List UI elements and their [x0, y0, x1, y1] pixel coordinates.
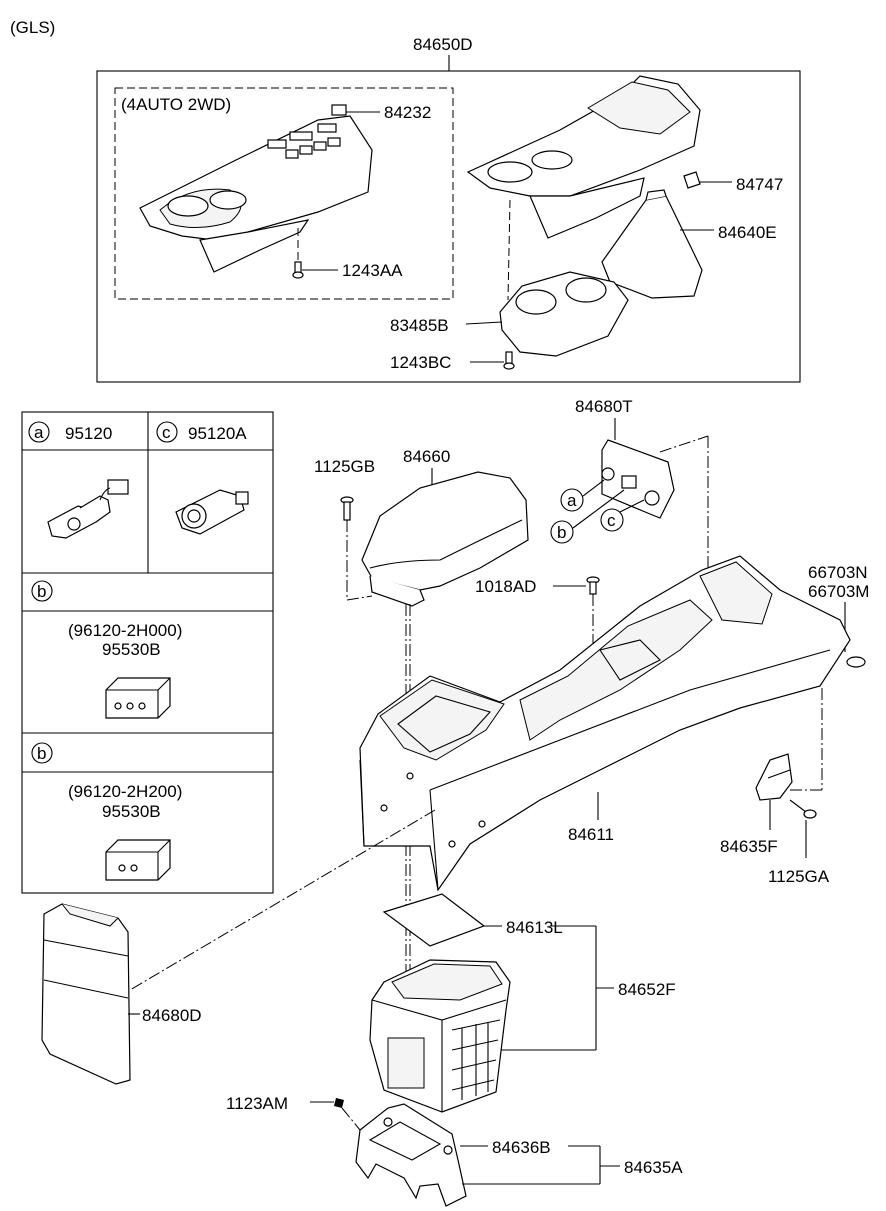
legend-b2-part: (96120-2H200): [68, 782, 182, 801]
part-label-1125GA: 1125GA: [768, 867, 830, 886]
lower-bracket-part: [355, 1103, 467, 1207]
legend-table: [21, 411, 274, 894]
part-label-84636B: 84636B: [492, 1138, 551, 1157]
legend-callout-b2: [31, 742, 53, 764]
callout-b-text: b: [557, 523, 566, 542]
legend-callout-a: [28, 421, 50, 443]
part-label-84652F: 84652F: [618, 980, 676, 999]
shift-boot-part: [601, 189, 714, 299]
shift-bezel-part: [139, 115, 373, 273]
part-label-66703N: 66703N: [808, 563, 868, 582]
part-label-84613L: 84613L: [506, 918, 563, 937]
clip-84747-part: [683, 171, 732, 189]
part-label-1123AM: 1123AM: [226, 1094, 288, 1113]
callout-a-text: a: [567, 491, 577, 510]
callout-c-text: c: [607, 511, 616, 530]
part-label-83485B: 83485B: [390, 316, 449, 335]
part-label-84680T: 84680T: [575, 397, 633, 416]
legend-callout-b2-text: b: [37, 744, 46, 763]
assembly-frame: [96, 70, 801, 383]
legend-b2-code: 95530B: [102, 802, 161, 821]
variant-label: (GLS): [10, 18, 55, 37]
legend-a-code: 95120: [65, 424, 112, 443]
callout-c: [600, 508, 624, 532]
part-label-1018AD: 1018AD: [475, 577, 536, 596]
part-label-84747: 84747: [736, 175, 783, 194]
part-label-84660: 84660: [403, 447, 450, 466]
legend-callout-a-text: a: [34, 423, 44, 442]
legend-c-code: 95120A: [188, 424, 247, 443]
assembly-label: 84650D: [413, 35, 473, 54]
part-label-84232: 84232: [384, 103, 431, 122]
upper-cover-part: [466, 75, 701, 239]
part-label-1243BC: 1243BC: [390, 353, 451, 372]
part-label-84611: 84611: [568, 825, 614, 844]
mat-84613L-part: [382, 893, 502, 947]
part-label-66703M: 66703M: [808, 582, 869, 601]
legend-callout-b1: [31, 580, 53, 602]
rear-switch-panel-part: [601, 439, 675, 519]
legend-callout-c-text: c: [162, 423, 171, 442]
power-socket-c-part: [175, 489, 249, 535]
callout-a: [560, 488, 584, 512]
part-label-84640E: 84640E: [718, 223, 777, 242]
legend-b1-code: 95530B: [102, 640, 161, 659]
subassembly-label: (4AUTO 2WD): [121, 95, 231, 114]
part-label-1125GB: 1125GB: [314, 457, 375, 476]
cup-holder-part: [465, 199, 629, 357]
screw-1018AD-part: [553, 576, 600, 650]
part-label-1243AA: 1243AA: [342, 261, 403, 280]
legend-callout-c: [156, 421, 178, 443]
screw-1123AM-part: [310, 1098, 361, 1131]
console-body-part: [359, 555, 851, 892]
screw-1125GB-part: [340, 496, 373, 601]
screw-1125GA-part: [789, 799, 817, 858]
part-label-84635F: 84635F: [720, 837, 778, 856]
clip-84232-part: [331, 104, 380, 116]
callout-b: [550, 520, 574, 544]
power-socket-a-part: [47, 479, 129, 539]
cap-66703-part: [846, 656, 866, 668]
part-label-84680D: 84680D: [142, 1006, 202, 1025]
screw-1243BC-part: [470, 351, 515, 370]
part-label-84635A: 84635A: [624, 1158, 683, 1177]
switch-b1-part: [105, 677, 171, 719]
legend-callout-b1-text: b: [37, 582, 46, 601]
screw-1243AA-part: [292, 228, 338, 279]
switch-b2-part: [105, 839, 171, 881]
armrest-part: [361, 471, 529, 607]
subassembly-frame: [114, 87, 454, 300]
bracket-84635F-part: [755, 753, 793, 830]
storage-box-part: [369, 959, 511, 1113]
legend-b1-part: (96120-2H000): [68, 621, 182, 640]
rear-cover-part: [41, 903, 140, 1085]
